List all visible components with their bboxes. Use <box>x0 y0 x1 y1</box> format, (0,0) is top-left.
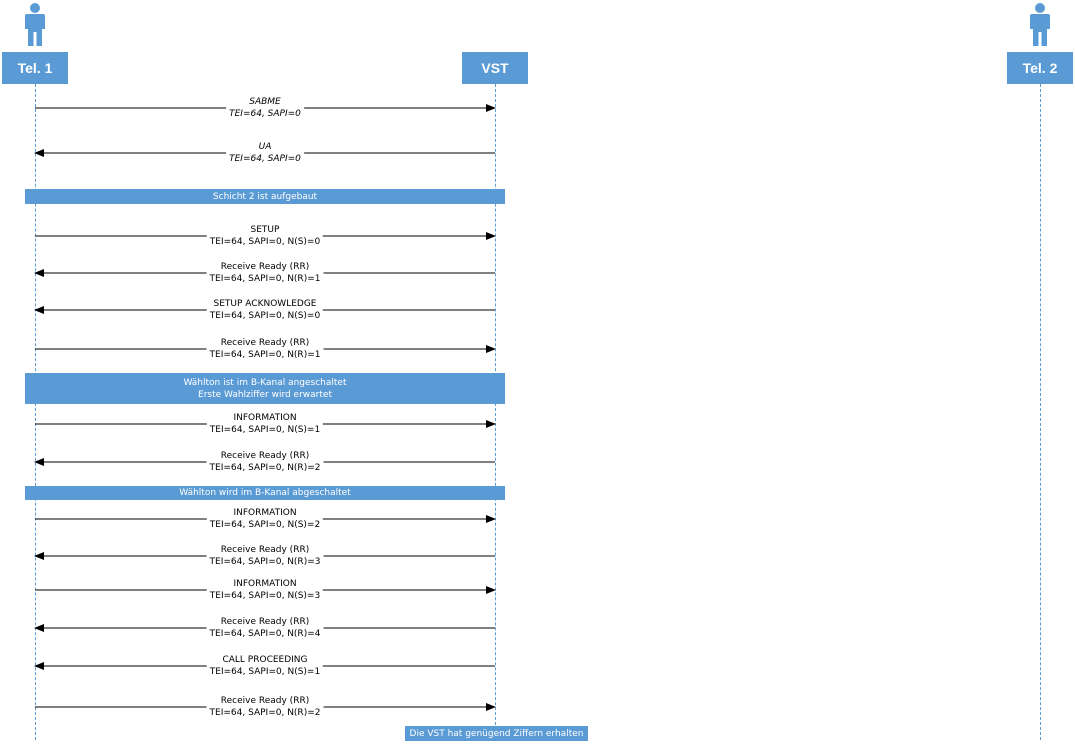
message-label: Receive Ready (RR)TEI=64, SAPI=0, N(R)=1 <box>206 261 324 285</box>
actor-box-tel1: Tel. 1 <box>2 52 68 84</box>
message-label: Receive Ready (RR)TEI=64, SAPI=0, N(R)=3 <box>206 544 324 568</box>
message-label: Receive Ready (RR)TEI=64, SAPI=0, N(R)=1 <box>206 337 324 361</box>
message-label: Receive Ready (RR)TEI=64, SAPI=0, N(R)=4 <box>206 616 324 640</box>
note-band: Die VST hat genügend Ziffern erhalten <box>405 726 588 741</box>
lifeline-tel1 <box>35 84 36 740</box>
message-label: Receive Ready (RR)TEI=64, SAPI=0, N(R)=2 <box>206 695 324 719</box>
message-label: Receive Ready (RR)TEI=64, SAPI=0, N(R)=2 <box>206 450 324 474</box>
actor-box-tel2: Tel. 2 <box>1007 52 1073 84</box>
person-icon <box>1030 3 1050 46</box>
note-band: Wählton wird im B-Kanal abgeschaltet <box>25 486 505 500</box>
person-icon <box>25 3 45 46</box>
actor-box-vst: VST <box>462 52 528 84</box>
lifeline-tel2 <box>1040 84 1041 740</box>
note-band: Schicht 2 ist aufgebaut <box>25 189 505 204</box>
lifeline-vst <box>495 84 496 740</box>
